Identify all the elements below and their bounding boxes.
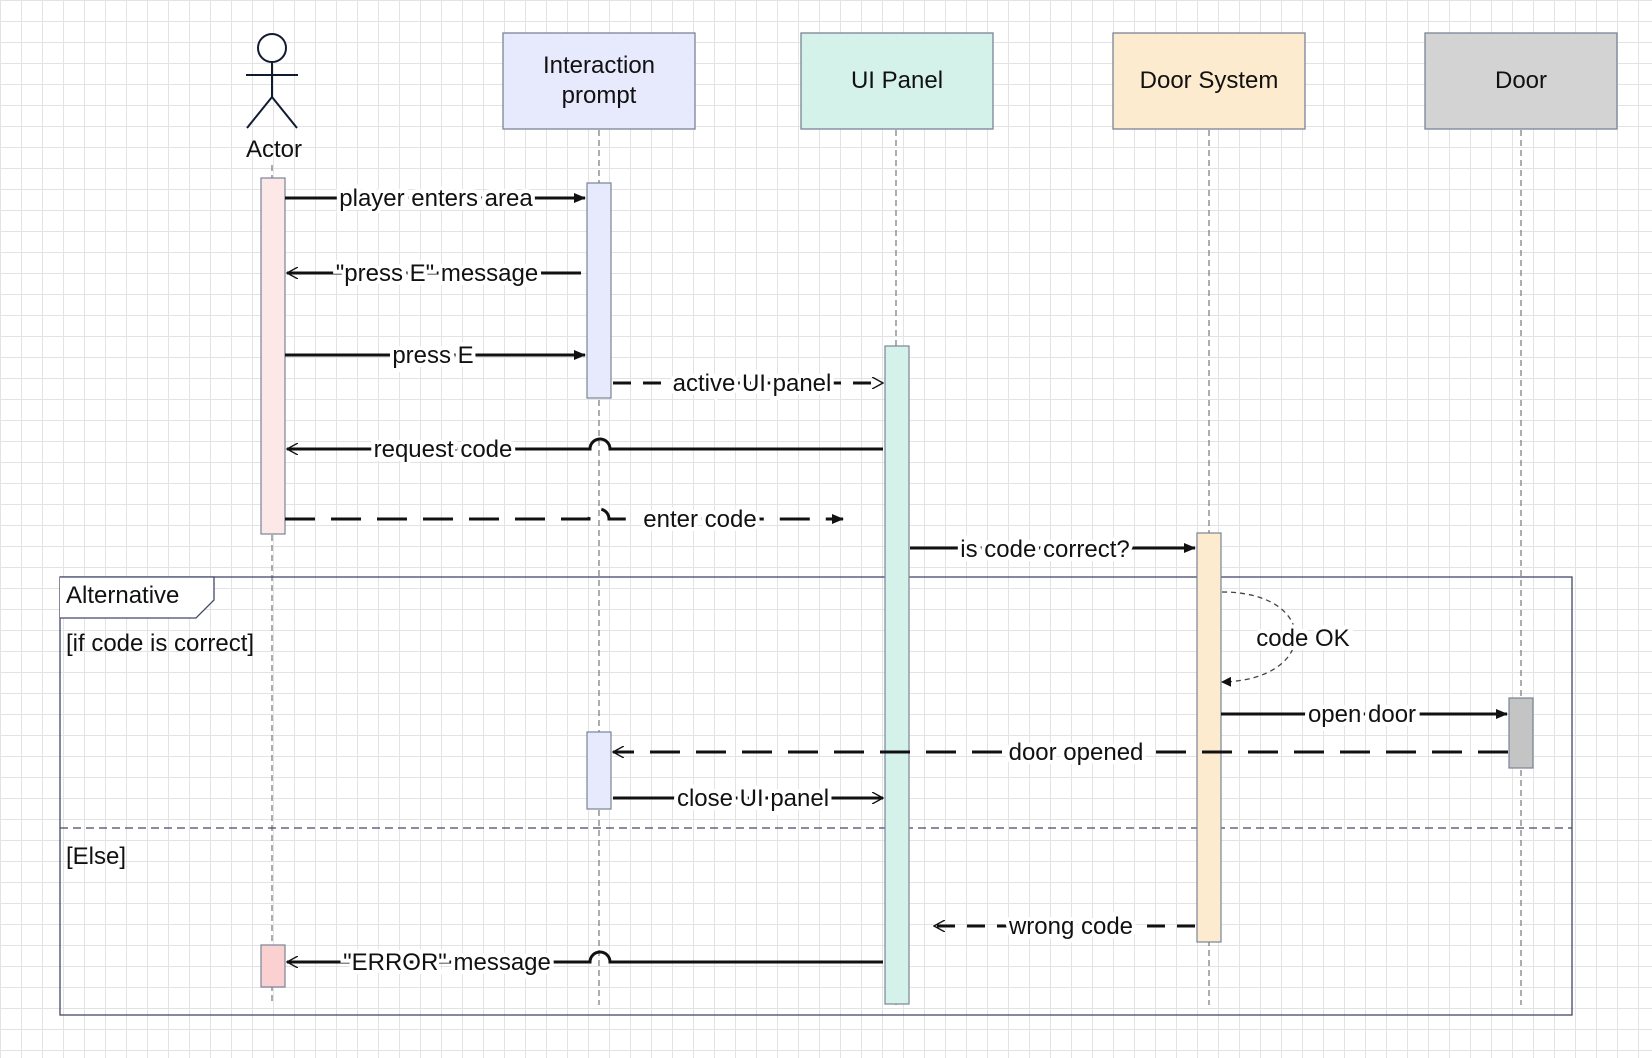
door-system-activation: [1196, 532, 1222, 943]
participant-label-door: Door: [1495, 67, 1547, 94]
participant-label-ui-panel: UI Panel: [851, 67, 943, 94]
message-code-ok: code OK: [1221, 591, 1354, 687]
actor-activation: [260, 177, 286, 535]
guard-else: [Else]: [66, 843, 126, 870]
message-enter-code: enter code: [285, 502, 844, 537]
message-request-code: request code: [287, 432, 883, 467]
label-press-e-message: "press E" message: [336, 260, 538, 287]
label-active-ui-panel: active UI panel: [673, 370, 832, 397]
label-press-e: press E: [392, 342, 473, 369]
fragment-label: Alternative: [66, 582, 179, 609]
participant-ui-panel: UI Panel: [800, 32, 994, 130]
alternative-fragment: Alternative [if code is correct] [Else]: [59, 576, 1573, 1016]
guard-if-code-correct: [if code is correct]: [66, 630, 254, 657]
participant-label-door-system: Door System: [1140, 67, 1279, 94]
message-open-door: open door: [1221, 697, 1508, 732]
label-error-message: "ERROR" message: [343, 949, 551, 976]
label-door-opened: door opened: [1009, 739, 1144, 766]
message-press-e: press E: [285, 338, 586, 373]
message-door-opened: door opened: [613, 735, 1508, 770]
label-request-code: request code: [374, 436, 513, 463]
label-player-enters-area: player enters area: [339, 185, 533, 212]
message-error: "ERROR" message: [287, 945, 883, 980]
message-wrong-code: wrong code: [934, 909, 1195, 944]
label-open-door: open door: [1308, 701, 1416, 728]
ui-panel-activation: [884, 345, 910, 1005]
participant-door: Door: [1424, 32, 1618, 130]
actor-activation-error: [260, 944, 286, 988]
stick-figure-icon: [246, 33, 298, 129]
label-is-code-correct: is code correct?: [960, 536, 1129, 563]
message-active-ui-panel: active UI panel: [613, 366, 883, 401]
label-wrong-code: wrong code: [1008, 913, 1133, 940]
label-code-ok: code OK: [1256, 625, 1349, 652]
participant-label-actor: Actor: [246, 136, 302, 163]
label-close-ui-panel: close UI panel: [677, 785, 829, 812]
message-is-code-correct: is code correct?: [910, 532, 1196, 567]
message-press-e-prompt: "press E" message: [287, 256, 581, 291]
participant-door-system: Door System: [1112, 32, 1306, 130]
door-activation: [1508, 697, 1534, 769]
message-close-ui-panel: close UI panel: [613, 781, 883, 816]
participant-actor: Actor: [246, 33, 302, 163]
prompt-activation-1: [586, 182, 612, 399]
label-enter-code: enter code: [643, 506, 756, 533]
prompt-activation-2: [586, 731, 612, 810]
message-player-enters-area: player enters area: [285, 181, 586, 216]
